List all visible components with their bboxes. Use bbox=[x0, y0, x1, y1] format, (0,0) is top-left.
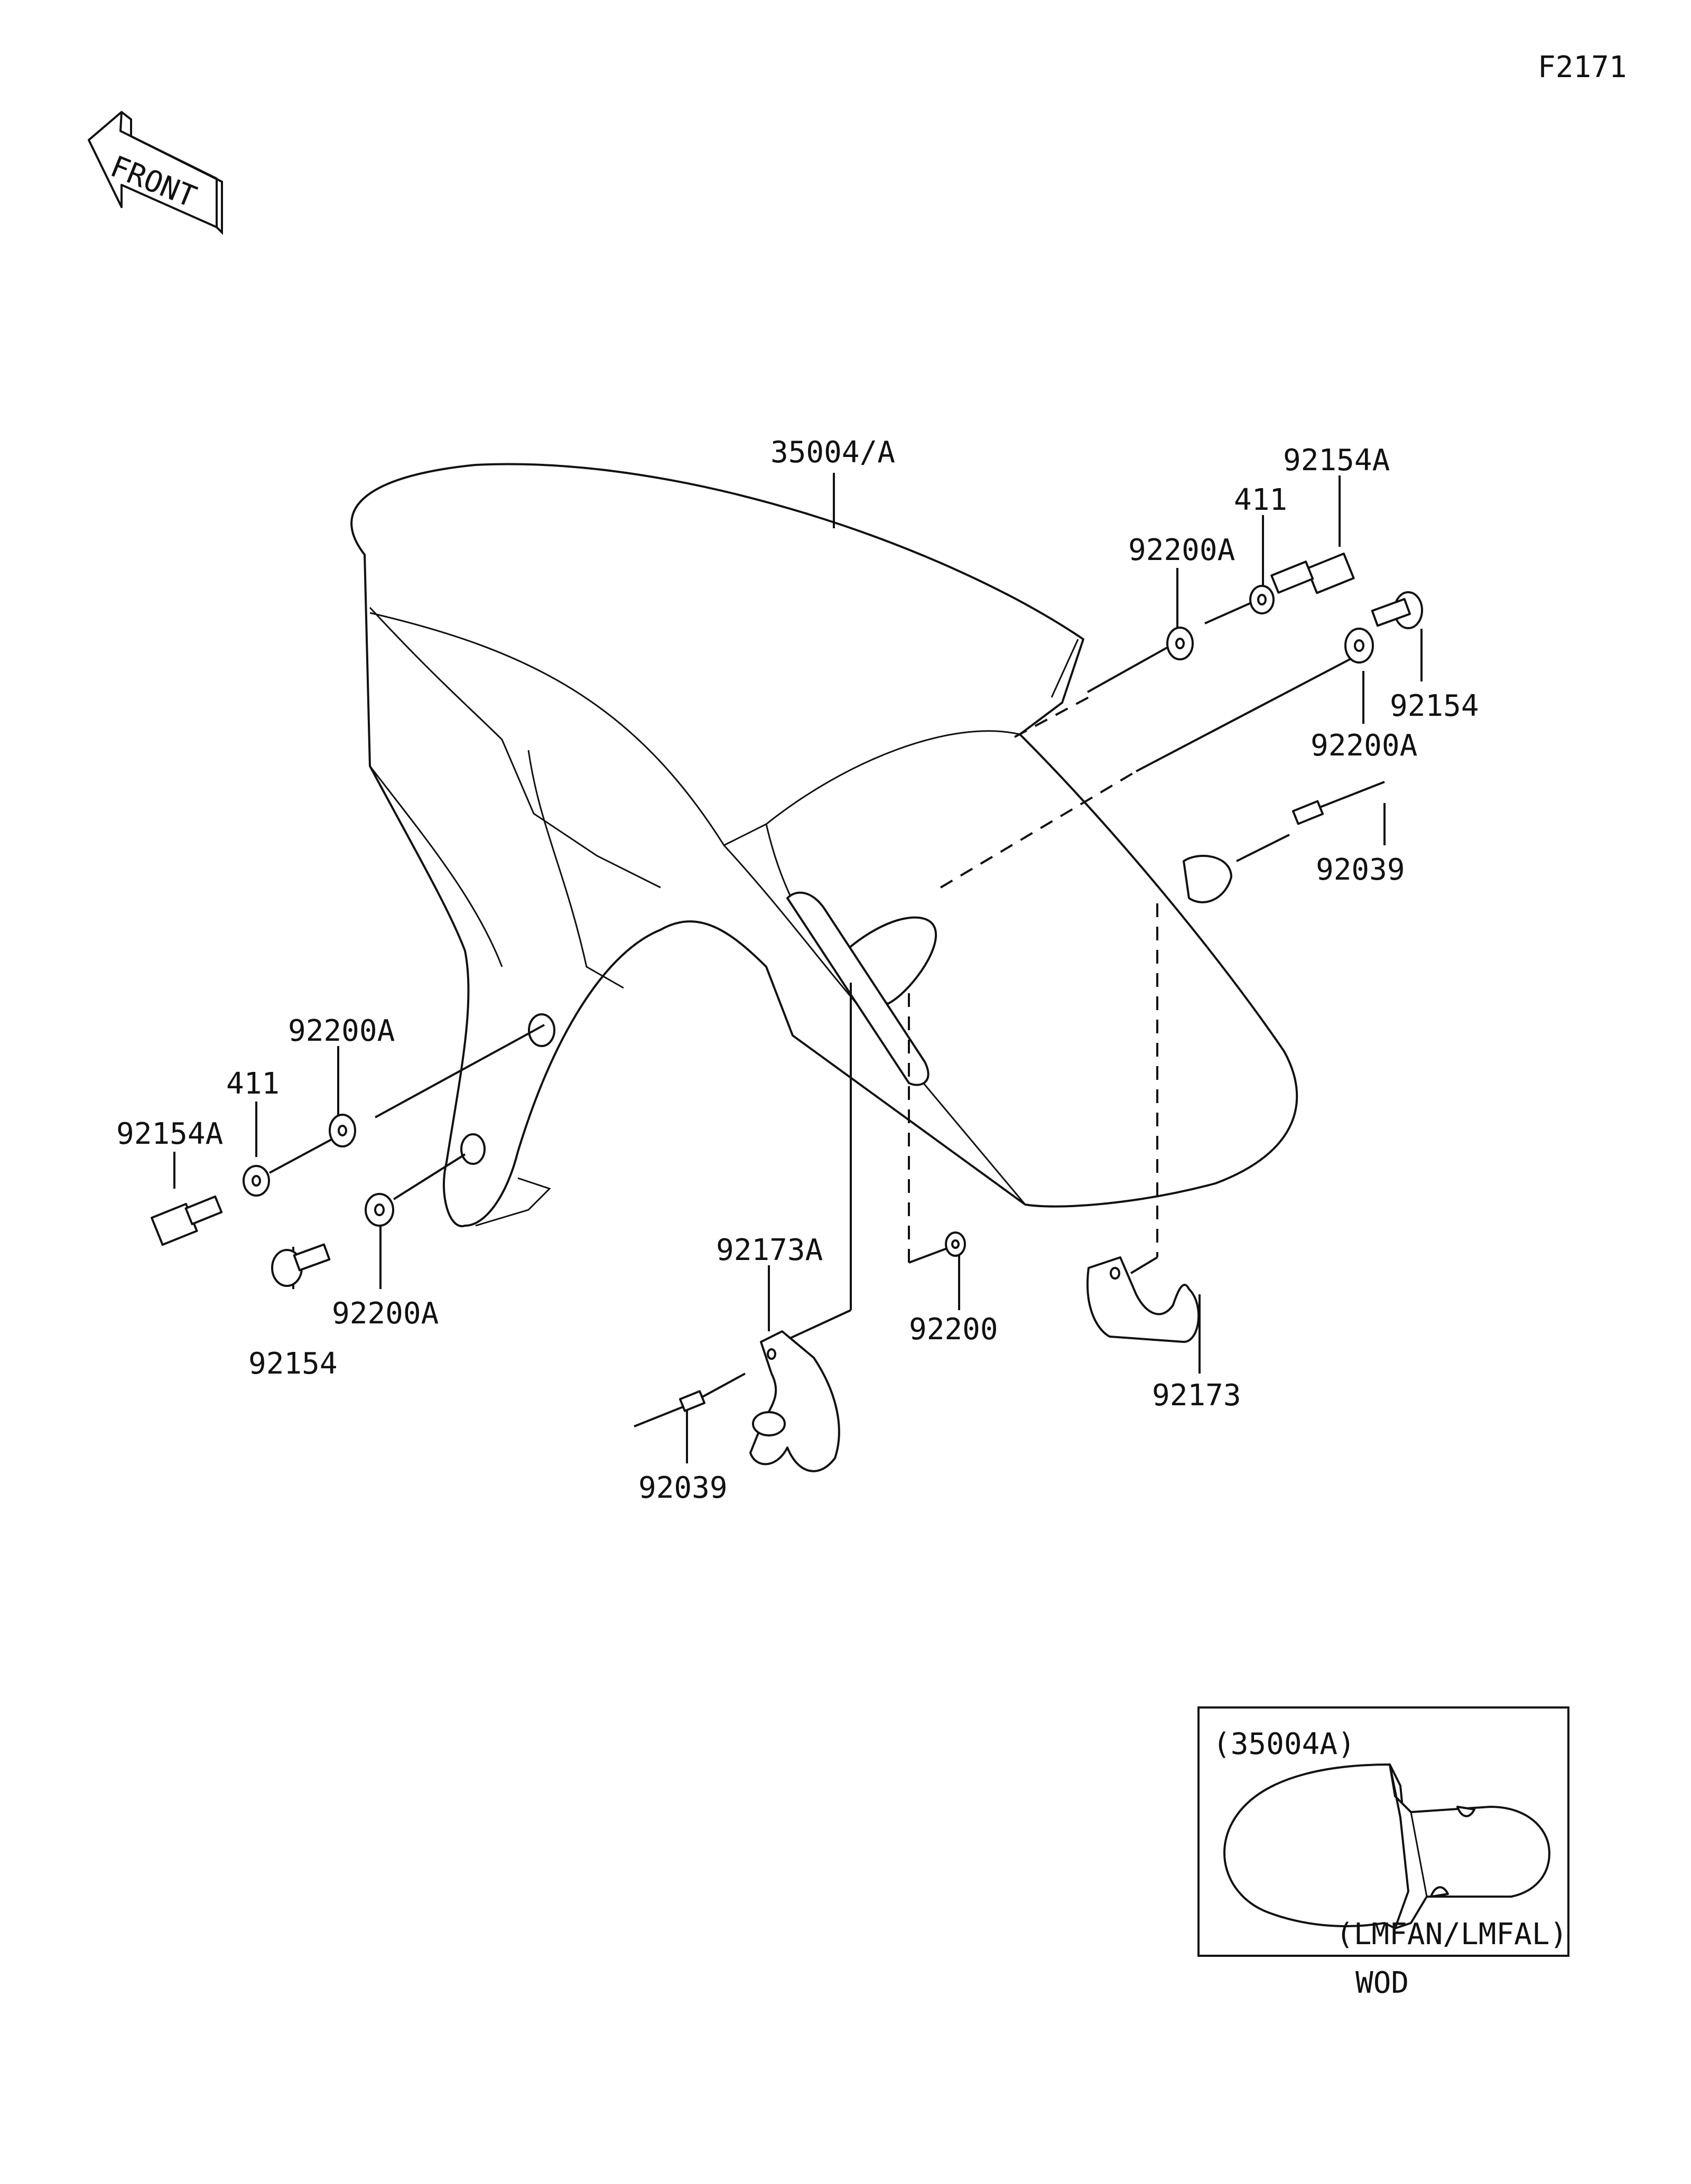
label-92039-right: 92039 bbox=[1316, 853, 1405, 887]
bracket-92173 bbox=[1086, 1256, 1200, 1343]
label-92200a-rear: 92200A bbox=[1311, 729, 1417, 763]
label-92039-left: 92039 bbox=[638, 1471, 728, 1505]
bolt-92154-upper bbox=[1371, 591, 1423, 629]
inset-models: (LMFAN/LMFAL) bbox=[1336, 1917, 1567, 1952]
label-35004a: 35004/A bbox=[770, 435, 895, 470]
label-92200a-upper: 92200A bbox=[1128, 533, 1235, 567]
bolt-92154-left bbox=[271, 1243, 331, 1287]
label-92154-upper: 92154 bbox=[1390, 689, 1479, 723]
label-411-upper: 411 bbox=[1234, 483, 1287, 517]
label-411-left: 411 bbox=[226, 1067, 280, 1101]
rivet-92039-left bbox=[634, 1390, 706, 1427]
bolt-92154a-left bbox=[151, 1195, 223, 1246]
label-92200: 92200 bbox=[909, 1312, 998, 1347]
bracket-92173a bbox=[749, 1330, 840, 1472]
label-92200a-left-upper: 92200A bbox=[288, 1014, 395, 1048]
label-92154-left: 92154 bbox=[248, 1347, 338, 1381]
label-92173a: 92173A bbox=[716, 1233, 823, 1267]
label-92154a-upper: 92154A bbox=[1283, 443, 1390, 478]
rivet-92039-right bbox=[1292, 781, 1385, 825]
mount-hole-upper bbox=[528, 1013, 555, 1047]
inset-color-code: WOD bbox=[1355, 1966, 1409, 2000]
front-fender-drawing bbox=[350, 463, 1298, 1227]
bolt-92154a-upper bbox=[1270, 552, 1355, 594]
label-92173: 92173 bbox=[1152, 1378, 1241, 1413]
inset-part-ref: (35004A) bbox=[1213, 1727, 1355, 1761]
label-92200a-left-lower: 92200A bbox=[332, 1296, 439, 1331]
front-arrow-icon: FRONT bbox=[88, 111, 223, 235]
inset-box: (35004A) (LMFAN/LMFAL) bbox=[1197, 1706, 1569, 1957]
mount-hole-lower bbox=[460, 1133, 486, 1165]
figure-code: F2171 bbox=[1538, 50, 1627, 85]
label-92154a-left: 92154A bbox=[116, 1117, 223, 1151]
